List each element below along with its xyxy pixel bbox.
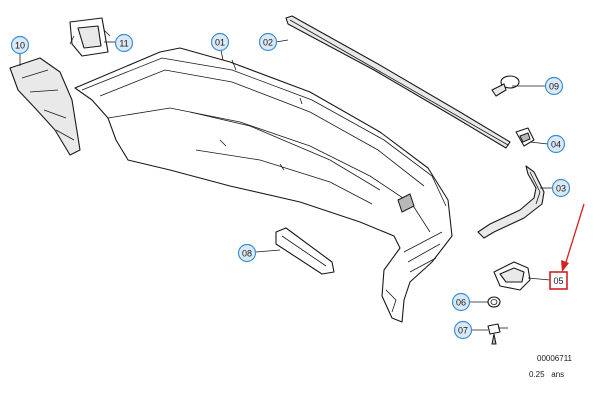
callout-03[interactable]: 03 [551, 178, 571, 198]
callout-01[interactable]: 01 [210, 32, 230, 52]
callout-09[interactable]: 09 [544, 76, 564, 96]
part-07-screw [487, 323, 508, 345]
callout-07[interactable]: 07 [453, 320, 473, 340]
highlight-arrow [561, 203, 585, 272]
part-03-corner-trim [477, 165, 545, 239]
svg-text:10: 10 [15, 40, 25, 50]
callout-02[interactable]: 02 [258, 32, 278, 52]
part-01-bumper-cover [74, 47, 453, 323]
leader-02 [275, 39, 289, 43]
leader-04 [529, 141, 549, 145]
scale-note: 0.25 ans [529, 370, 565, 379]
part-11-bracket [69, 17, 111, 57]
callout-06[interactable]: 06 [451, 292, 471, 312]
part-02-trim-strip [285, 15, 511, 149]
callout-10[interactable]: 10 [10, 35, 30, 55]
callout-05[interactable]: 05 [549, 271, 568, 290]
svg-text:08: 08 [242, 248, 252, 258]
part-04-clip [515, 127, 535, 147]
callout-04[interactable]: 04 [546, 134, 566, 154]
part-10-side-bracket [9, 57, 81, 156]
svg-text:04: 04 [551, 139, 561, 149]
leader-lines [19, 39, 553, 331]
svg-text:05: 05 [553, 276, 563, 286]
svg-text:11: 11 [119, 38, 128, 48]
svg-text:02: 02 [263, 37, 273, 47]
leader-01 [220, 49, 224, 61]
svg-text:06: 06 [456, 297, 466, 307]
part-08-bracket [275, 227, 335, 275]
svg-text:07: 07 [458, 325, 468, 335]
svg-text:09: 09 [549, 81, 559, 91]
leader-08 [255, 249, 281, 253]
part-05-holder [493, 261, 531, 291]
callout-08[interactable]: 08 [237, 243, 257, 263]
leader-05 [527, 277, 551, 281]
drawing-number: 00006711 [537, 354, 572, 363]
svg-text:01: 01 [215, 37, 225, 47]
part-09-lanyard [491, 75, 520, 97]
svg-text:03: 03 [556, 183, 566, 193]
part-06-nut [487, 296, 501, 308]
callout-11[interactable]: 11 [114, 33, 134, 53]
